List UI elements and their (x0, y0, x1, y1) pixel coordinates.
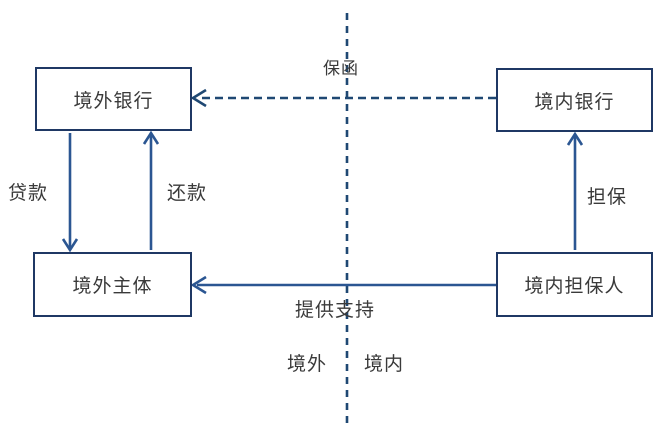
overseas-region-label: 境外 (287, 354, 328, 375)
repayment-arrowhead (142, 130, 160, 145)
node-domestic-bank-label: 境内银行 (534, 91, 615, 113)
guarantee-letter-label: 保函 (323, 59, 359, 78)
loan-label: 贷款 (8, 183, 49, 204)
domestic-region-label: 境内 (364, 354, 405, 375)
provide-support-label: 提供支持 (295, 300, 376, 321)
guarantee-arrowhead (566, 131, 584, 146)
node-domestic-guarantor-label: 境内担保人 (524, 276, 625, 297)
repayment-label: 还款 (167, 183, 208, 204)
node-overseas-entity: 境外主体 (33, 252, 192, 317)
node-overseas-bank-label: 境外银行 (73, 90, 154, 112)
guarantee-letter-arrowhead (190, 88, 207, 108)
node-domestic-guarantor: 境内担保人 (496, 252, 653, 317)
node-overseas-bank: 境外银行 (35, 67, 192, 131)
support-arrowhead (190, 275, 207, 295)
guarantee-label: 担保 (587, 187, 628, 208)
node-domestic-bank: 境内银行 (496, 68, 653, 132)
node-overseas-entity-label: 境外主体 (72, 276, 153, 297)
loan-arrowhead (61, 238, 79, 253)
